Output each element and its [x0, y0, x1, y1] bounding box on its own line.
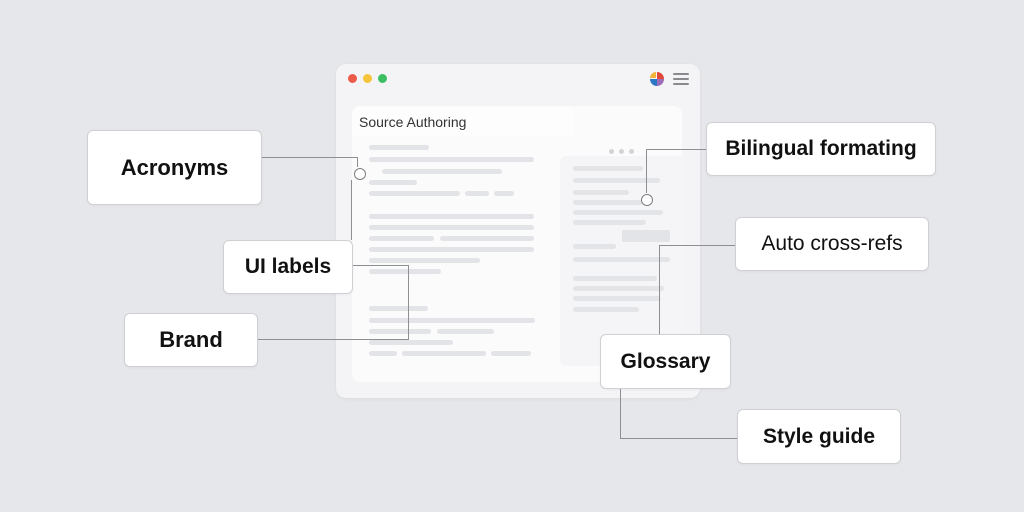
minimize-button[interactable] [363, 74, 372, 83]
text-placeholder [494, 191, 514, 196]
callout-brand: Brand [124, 313, 258, 367]
anchor-node [354, 168, 366, 180]
text-placeholder [573, 210, 663, 215]
text-placeholder [369, 258, 480, 263]
text-placeholder [369, 269, 441, 274]
text-placeholder [573, 220, 646, 225]
callout-glossary: Glossary [600, 334, 731, 389]
text-placeholder [491, 351, 531, 356]
text-placeholder [369, 225, 534, 230]
connector-line [620, 388, 621, 438]
more-options-icon[interactable] [609, 141, 639, 159]
text-placeholder [369, 306, 428, 311]
connector-line [659, 245, 660, 335]
text-placeholder [369, 180, 417, 185]
text-placeholder [369, 145, 429, 150]
connector-line [258, 339, 409, 340]
text-placeholder [573, 307, 639, 312]
button-placeholder [622, 230, 670, 242]
connector-line [620, 438, 738, 439]
callout-auto-cross-refs: Auto cross-refs [735, 217, 929, 271]
text-placeholder [402, 351, 486, 356]
text-placeholder [437, 329, 494, 334]
text-placeholder [369, 340, 453, 345]
text-placeholder [369, 157, 534, 162]
text-placeholder [573, 257, 670, 262]
connector-line [646, 149, 647, 193]
title-bar [336, 64, 700, 94]
text-placeholder [369, 191, 460, 196]
text-placeholder [573, 166, 643, 171]
text-placeholder [573, 296, 661, 301]
text-placeholder [369, 318, 535, 323]
text-placeholder [573, 244, 616, 249]
connector-line [646, 149, 707, 150]
connector-line [352, 265, 409, 266]
text-placeholder [573, 178, 660, 183]
callout-ui-labels: UI labels [223, 240, 353, 294]
hamburger-icon[interactable] [673, 73, 689, 85]
color-wheel-icon [650, 72, 664, 86]
text-placeholder [369, 351, 397, 356]
text-placeholder [369, 214, 534, 219]
text-placeholder [369, 329, 431, 334]
connector-line [357, 157, 358, 167]
document-title: Source Authoring [359, 114, 467, 130]
text-placeholder [369, 247, 534, 252]
anchor-node [641, 194, 653, 206]
text-placeholder [573, 190, 629, 195]
connector-line [262, 157, 358, 158]
text-placeholder [573, 286, 664, 291]
close-button[interactable] [348, 74, 357, 83]
text-placeholder [440, 236, 534, 241]
text-placeholder [573, 200, 643, 205]
text-placeholder [369, 236, 434, 241]
tab-source-authoring[interactable] [352, 106, 574, 136]
text-placeholder [465, 191, 489, 196]
text-placeholder [382, 169, 502, 174]
connector-line [408, 265, 409, 339]
callout-bilingual-formating: Bilingual formating [706, 122, 936, 176]
callout-style-guide: Style guide [737, 409, 901, 464]
connector-line [351, 180, 352, 240]
text-placeholder [573, 276, 657, 281]
callout-acronyms: Acronyms [87, 130, 262, 205]
maximize-button[interactable] [378, 74, 387, 83]
connector-line [659, 245, 736, 246]
